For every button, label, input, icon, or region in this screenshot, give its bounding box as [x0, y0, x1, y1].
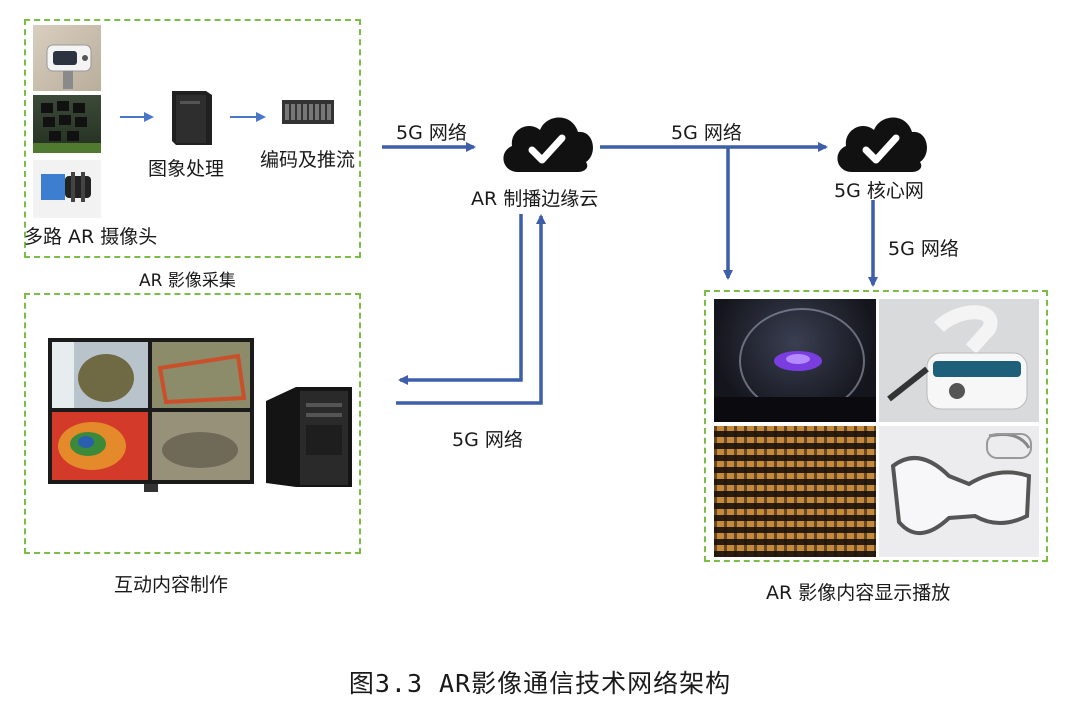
edge-cloud-label: AR 制播边缘云 — [471, 188, 599, 210]
rack-encoder-graphic — [282, 100, 334, 124]
hologram-photo — [714, 299, 876, 422]
core-cloud-icon — [837, 117, 927, 172]
hologram-dome-graphic — [714, 308, 876, 422]
server-tower-graphic — [172, 91, 212, 145]
led-array-graphic — [714, 426, 876, 557]
encoder-device-photo — [281, 98, 335, 126]
display-group-title: AR 影像内容显示播放 — [766, 582, 951, 604]
ar-glasses-photo — [879, 426, 1039, 557]
edge-to-production-link-label: 5G 网络 — [452, 429, 523, 451]
edge-to-production-arrow — [398, 214, 523, 385]
industrial-camera-graphic — [41, 172, 91, 202]
ar-glasses-graphic — [890, 433, 1032, 536]
vr-headset-graphic — [887, 305, 1028, 410]
vr-headset-photo — [879, 299, 1039, 422]
box-camera-graphic — [46, 44, 92, 89]
figure-caption: 图3.3 AR影像通信技术网络架构 — [348, 669, 732, 698]
image-processing-server-photo — [166, 87, 214, 147]
edge-cloud-icon — [503, 117, 593, 172]
edge-to-core-link-label: 5G 网络 — [671, 122, 742, 144]
image-processing-label: 图象处理 — [148, 158, 225, 180]
monitor-wall-photo — [48, 338, 254, 492]
production-to-edge-arrow — [396, 214, 546, 405]
ar-camera-photo-1 — [33, 25, 101, 91]
capture-group-title: AR 影像采集 — [139, 271, 236, 291]
workstation-graphic — [266, 387, 352, 487]
core-to-display-link-label: 5G 网络 — [888, 238, 959, 260]
core-network-label: 5G 核心网 — [834, 180, 924, 202]
capture-group-box — [24, 19, 361, 258]
ar-camera-photo-3 — [33, 160, 101, 218]
production-group-box — [24, 293, 361, 554]
encoding-label: 编码及推流 — [260, 149, 356, 171]
capture-to-edge-link-label: 5G 网络 — [396, 122, 467, 144]
monitor-wall-graphic — [48, 338, 254, 492]
camera-rig-graphic — [33, 101, 101, 153]
led-array-photo — [714, 426, 876, 557]
display-group-box — [704, 290, 1048, 562]
workstation-tower-photo — [256, 383, 356, 491]
cameras-label: 多路 AR 摄像头 — [24, 226, 158, 248]
ar-camera-photo-2 — [33, 95, 101, 153]
production-group-title: 互动内容制作 — [114, 574, 229, 596]
